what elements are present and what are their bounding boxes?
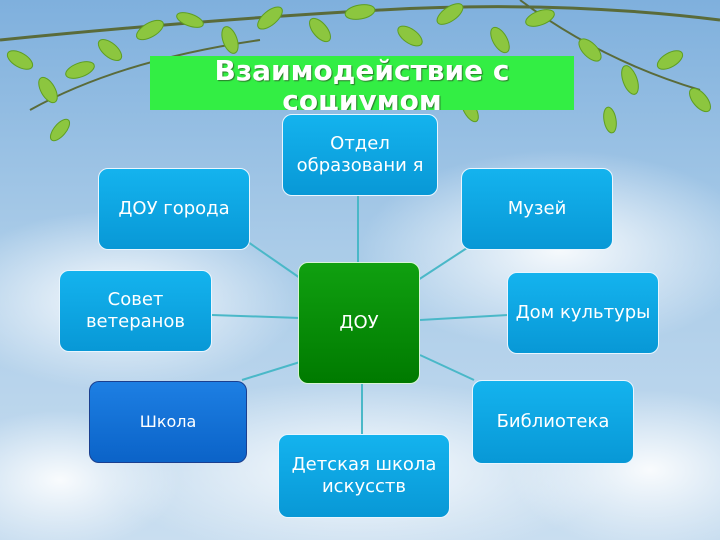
node-dom-kultury: Дом культуры xyxy=(507,272,659,354)
node-shkola-iskusstv: Детская школа искусств xyxy=(278,434,450,518)
connector-sovet xyxy=(211,314,301,319)
node-muzey: Музей xyxy=(461,168,613,250)
node-dou-goroda-label: ДОУ города xyxy=(118,198,230,219)
connector-shkola xyxy=(241,361,301,381)
slide-title: Взаимодействие с социумом xyxy=(150,56,574,110)
node-center-label: ДОУ xyxy=(339,312,379,333)
node-otdel-label: Отдел образовани я xyxy=(296,133,424,176)
connector-biblioteka xyxy=(419,354,475,381)
node-dou-goroda: ДОУ города xyxy=(98,168,250,250)
connector-dom-kultury xyxy=(419,314,509,321)
node-biblioteka: Библиотека xyxy=(472,380,634,464)
connector-muzey xyxy=(417,245,471,281)
node-dou-center: ДОУ xyxy=(298,262,420,384)
slide-title-text: Взаимодействие с социумом xyxy=(214,56,510,110)
node-shkola-label: Школа xyxy=(139,412,197,431)
node-sovet-label: Совет ветеранов xyxy=(85,289,186,332)
node-biblioteka-label: Библиотека xyxy=(496,411,610,432)
node-shkola-iskusstv-label: Детская школа искусств xyxy=(291,454,437,497)
node-sovet-veteranov: Совет ветеранов xyxy=(59,270,212,352)
node-otdel-obrazovaniya: Отдел образовани я xyxy=(282,114,438,196)
node-shkola: Школа xyxy=(89,381,247,463)
node-dom-kultury-label: Дом культуры xyxy=(515,302,651,323)
connector-dou-goroda xyxy=(247,241,301,279)
node-muzey-label: Музей xyxy=(507,198,567,219)
